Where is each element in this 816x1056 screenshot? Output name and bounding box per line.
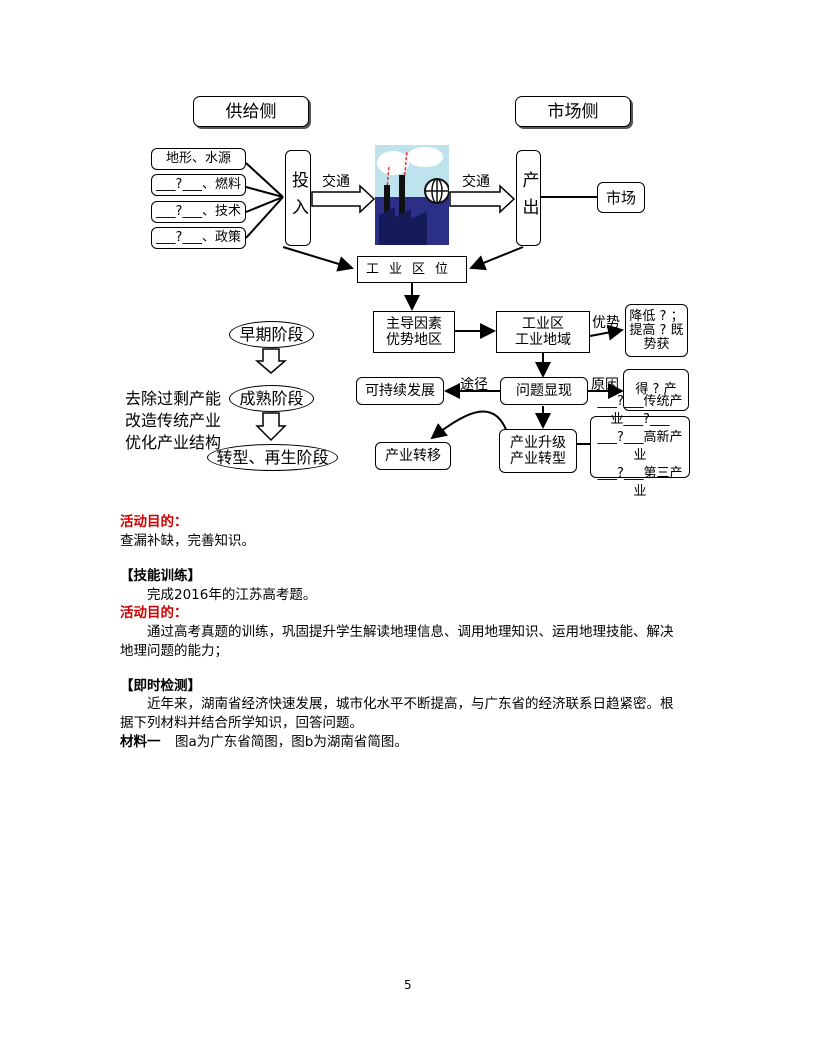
sustainable-label: 可持续发展 [365,383,435,399]
material-body: 图a为广东省简图，图b为湖南省简图。 [175,734,408,750]
mature-action-2: 改造传统产业 [125,411,222,430]
advantage-label: 优势 [592,315,620,331]
factor-box-1: 地形、水源 [151,148,246,170]
industry-upgrade-box: 产业升级 产业转型 [499,429,577,473]
approach-label: 途径 [460,377,488,393]
output-box: 产出 [516,150,541,246]
goal1-body: 查漏补缺，完善知识。 [120,533,255,549]
supply-side-box: 供给侧 [193,96,309,127]
mature-stage-label: 成熟阶段 [239,388,304,408]
upgrade-item: ___?___高新产业 [597,430,683,463]
skill-title: 【技能训练】 [120,568,201,584]
upgrade-item: ___?___传统产业___?___ [597,394,683,427]
dominant-factor-label: 主导因素 优势地区 [386,316,442,348]
output-label: 产出 [518,171,539,225]
goal2-line2: 地理问题的能力； [120,643,228,659]
factor-label: ___?___、技术 [156,204,241,219]
goal2-line1: 通过高考真题的训练，巩固提升学生解读地理信息、调用地理知识、运用地理技能、解决 [147,624,674,640]
industry-upgrade-label: 产业升级 产业转型 [510,435,566,467]
goal1-title: 活动目的： [120,514,188,530]
upgrade-item: ___?___第三产业 [597,466,683,499]
input-box: 投入 [285,150,311,246]
page-number: 5 [404,978,412,992]
transport-right-label: 交通 [462,174,490,190]
problem-box: 问题显现 [500,377,588,405]
advantage-result-label: 降低 ? ；提高 ? 既 势获 [629,308,684,352]
cause-label: 原因 [591,377,619,393]
industry-transfer-label: 产业转移 [385,448,441,464]
check-line1: 近年来，湖南省经济快速发展，城市化水平不断提高，与广东省的经济联系日趋紧密。根 [147,696,674,712]
factor-box-2: ___?___、燃料 [151,174,246,196]
factor-box-3: ___?___、技术 [151,201,246,223]
early-stage-label: 早期阶段 [239,324,304,344]
input-label: 投入 [288,171,308,225]
transport-left-label: 交通 [322,174,350,190]
supply-side-label: 供给侧 [225,101,277,122]
material-label: 材料一 [120,734,161,750]
industrial-region-box: 工业区 工业地域 [496,311,590,353]
early-stage-oval: 早期阶段 [229,321,314,348]
factor-label: 地形、水源 [165,151,231,166]
factor-box-4: ___?___、政策 [151,227,246,249]
mature-action-1: 去除过剩产能 [125,389,222,408]
industry-transfer-box: 产业转移 [375,442,451,470]
check-title: 【即时检测】 [120,678,201,694]
problem-label: 问题显现 [516,383,572,399]
cause-result-label: 得 ? 产 [635,382,677,397]
advantage-result-box: 降低 ? ；提高 ? 既 势获 [625,304,688,357]
skill-body: 完成2016年的江苏高考题。 [147,587,317,603]
mature-action-3: 优化产业结构 [125,433,222,452]
market-box: 市场 [597,182,645,213]
factor-label: ___?___、政策 [156,230,241,245]
industrial-location-label: 工业区位 [365,261,458,277]
transition-stage-label: 转型、再生阶段 [216,447,329,467]
industrial-location-box: 工业区位 [357,256,467,283]
market-side-label: 市场侧 [547,101,599,122]
goal2-title: 活动目的： [120,605,188,621]
transition-stage-oval: 转型、再生阶段 [207,444,338,471]
factor-label: ___?___、燃料 [156,177,241,192]
industrial-region-label: 工业区 工业地域 [515,316,571,348]
dominant-factor-box: 主导因素 优势地区 [373,311,455,353]
market-side-box: 市场侧 [515,96,631,127]
upgrade-items-box: ___?___传统产业___?___ ___?___高新产业 ___?___第三… [590,394,690,499]
check-line2: 据下列材料并结合所学知识，回答问题。 [120,715,363,731]
factory-illustration [375,145,449,245]
cause-result-box: 得 ? 产 [623,369,689,411]
sustainable-box: 可持续发展 [356,377,444,405]
market-label: 市场 [605,188,636,207]
mature-stage-oval: 成熟阶段 [229,385,314,412]
